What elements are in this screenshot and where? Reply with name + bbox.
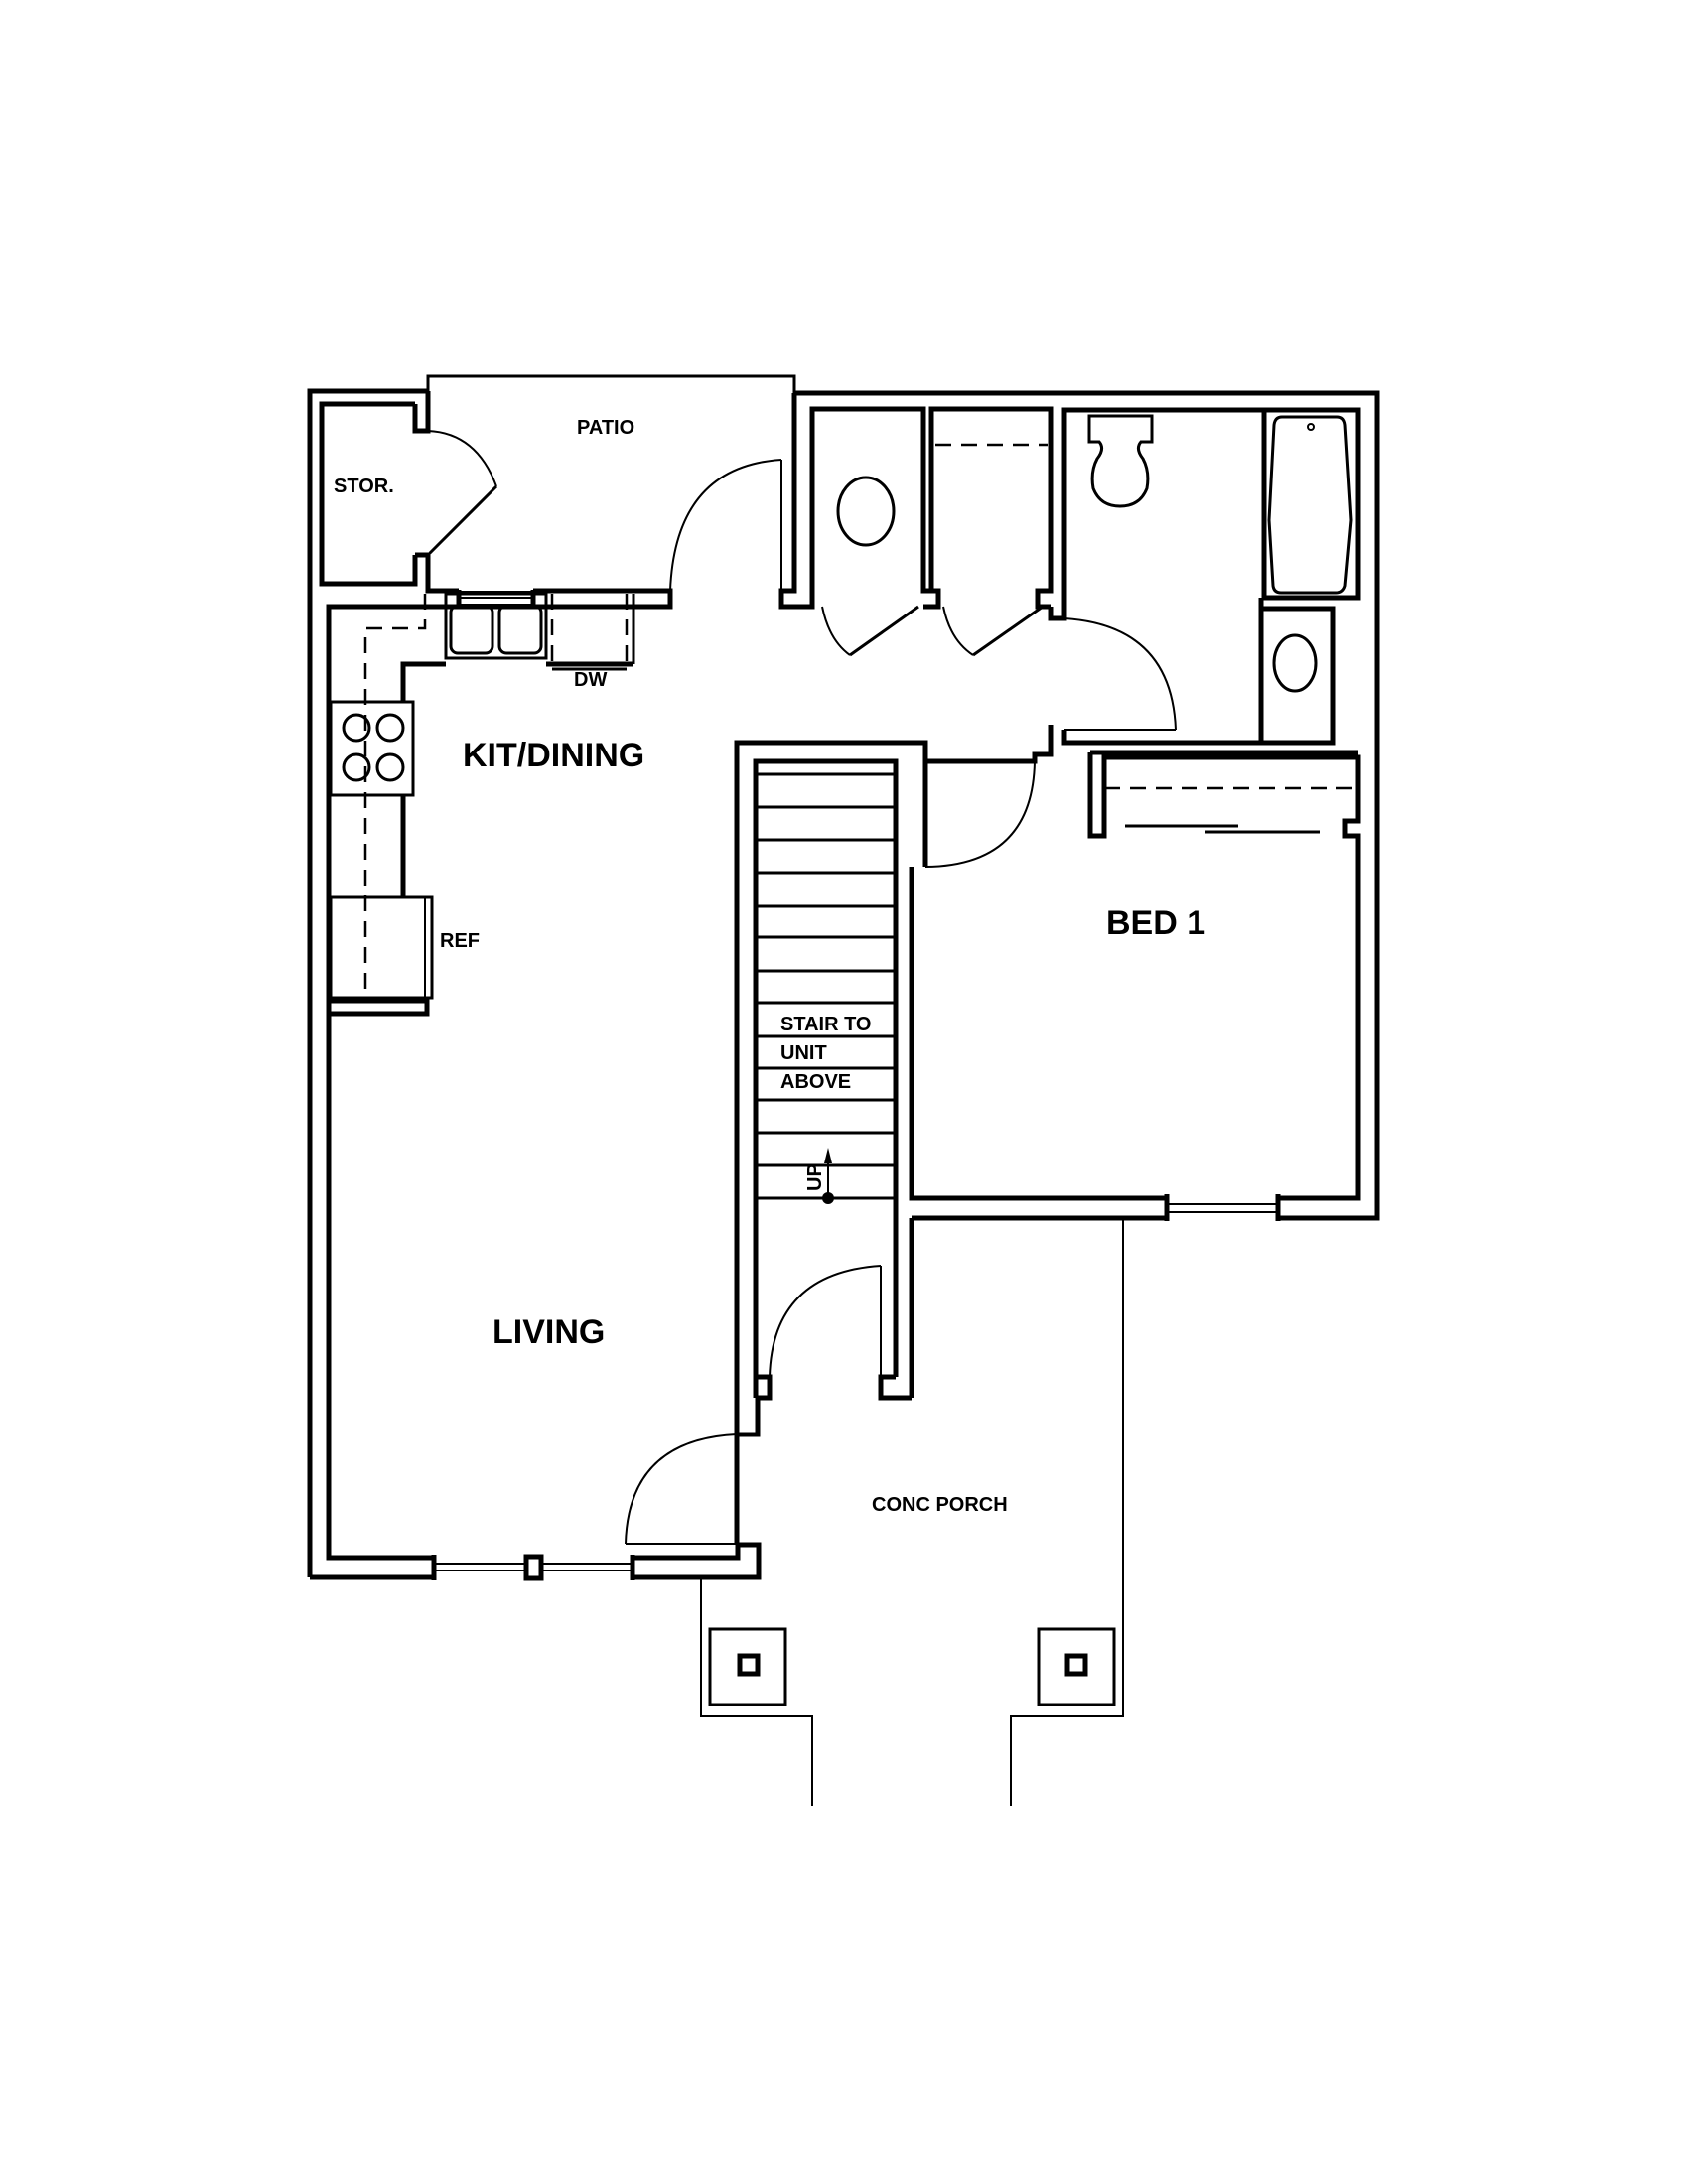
washer-closet-bifold-door xyxy=(821,605,919,657)
porch-column-right xyxy=(1037,1627,1116,1706)
refrigerator-icon xyxy=(329,895,434,1000)
stair-direction-label: UP xyxy=(804,1163,826,1191)
living-room xyxy=(310,1395,762,1581)
stair-treads xyxy=(756,772,896,1200)
sink-icon xyxy=(1272,633,1318,693)
stair-label-line2: UNIT xyxy=(780,1042,827,1064)
room-label-living: LIVING xyxy=(492,1313,605,1351)
porch-column-left xyxy=(708,1627,787,1706)
kitchen-sink-icon xyxy=(444,592,548,660)
bedroom xyxy=(909,743,1361,1398)
linen-closet-bifold-door xyxy=(942,605,1044,657)
bathroom xyxy=(1048,414,1353,746)
stair xyxy=(734,740,928,1545)
storage-door-swing xyxy=(427,430,497,487)
tub-drain-icon xyxy=(1307,423,1315,431)
porch xyxy=(700,1218,1124,1806)
storage-door-leaf xyxy=(426,484,498,557)
stair-door-swing xyxy=(769,1265,882,1378)
stove-icon xyxy=(329,700,415,797)
dishwasher-icon xyxy=(550,594,635,671)
label-refrigerator: REF xyxy=(440,930,480,952)
room-label-kitchen-dining: KIT/DINING xyxy=(463,737,644,774)
label-dishwasher: DW xyxy=(574,669,607,691)
room-label-bedroom: BED 1 xyxy=(1106,904,1205,942)
north-east-walls xyxy=(778,390,1380,1221)
stair-label-line1: STAIR TO xyxy=(780,1014,871,1035)
patio-door xyxy=(669,459,782,592)
toilet-icon xyxy=(1087,414,1154,508)
upper-cabinet-line xyxy=(363,594,427,998)
stair-label-line3: ABOVE xyxy=(780,1071,851,1093)
bathtub-icon xyxy=(1267,415,1353,595)
bedroom-door-swing xyxy=(924,760,1036,868)
patio-outline xyxy=(426,374,796,393)
kitchen xyxy=(326,592,635,1561)
room-label-storage: STOR. xyxy=(334,476,394,497)
storage-room xyxy=(307,388,498,1577)
washer-icon xyxy=(836,476,896,547)
room-label-patio: PATIO xyxy=(577,417,634,439)
stair-up-arrow-icon xyxy=(822,1148,834,1204)
room-label-porch: CONC PORCH xyxy=(872,1494,1008,1516)
front-door-swing xyxy=(625,1433,738,1545)
